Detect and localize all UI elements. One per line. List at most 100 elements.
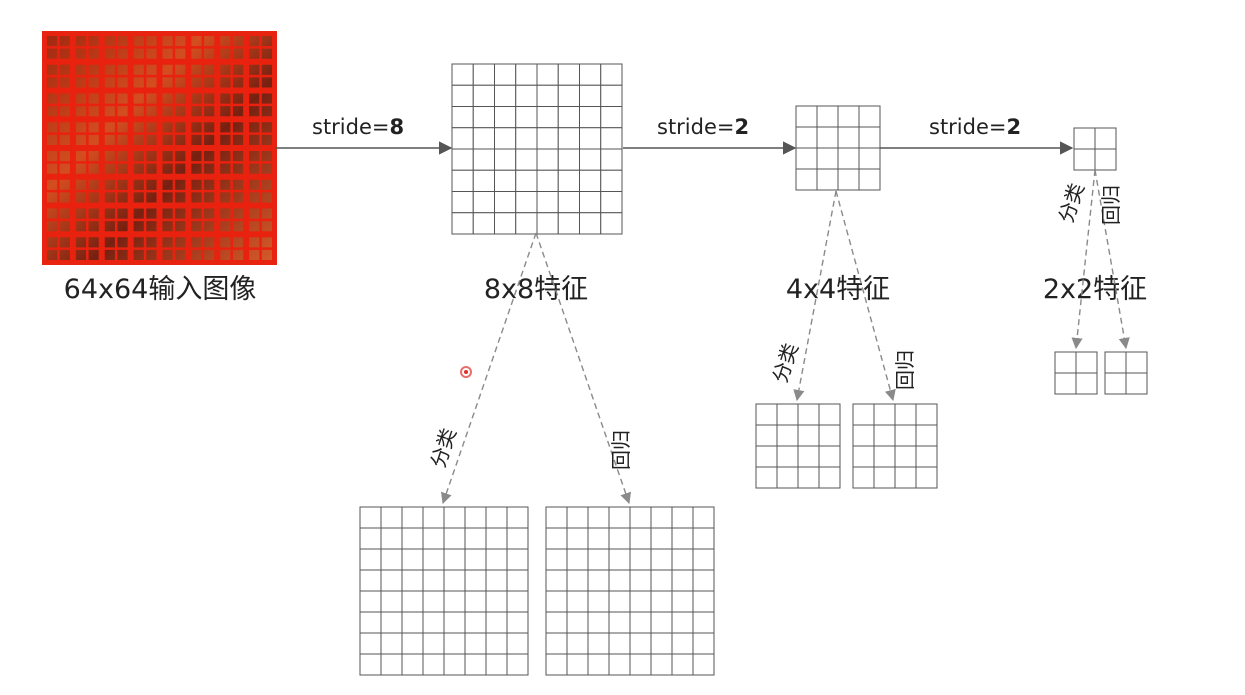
feature-map-8x8-cell <box>515 169 538 192</box>
regress-output-2x2-cell <box>1125 351 1148 374</box>
classify-output-2x2-cell <box>1054 351 1077 374</box>
classify-output-4x4-cell <box>755 424 778 447</box>
classify-output-8x8-cell <box>506 569 529 592</box>
regress-output-8x8-cell <box>545 527 568 550</box>
classify-arrow-8x8 <box>440 232 537 505</box>
feature-map-8x8-cell <box>494 148 517 171</box>
feature-map-8x8-cell <box>515 148 538 171</box>
classify-output-8x8-cell <box>422 590 445 613</box>
regress-output-8x8-cell <box>587 590 610 613</box>
classify-output-8x8-cell <box>359 569 382 592</box>
classify-output-8x8-cell <box>506 527 529 550</box>
classify-output-8x8-cell <box>443 569 466 592</box>
classify-output-8x8-cell <box>464 653 487 676</box>
feature-map-8x8-cell <box>579 63 602 86</box>
classify-output-8x8-cell <box>359 653 382 676</box>
regress-output-8x8-cell <box>566 527 589 550</box>
feature-map-8x8-cell <box>600 84 623 107</box>
classify-output-8x8-cell <box>485 527 508 550</box>
classify-label-4x4: 分类 <box>768 340 803 385</box>
regress-label-2x2: 回归 <box>1099 185 1123 225</box>
feature-map-4x4-cell <box>837 168 860 191</box>
classify-output-2x2 <box>1054 351 1098 395</box>
regress-output-8x8-cell <box>545 632 568 655</box>
feature-map-8x8-cell <box>579 212 602 235</box>
classify-output-8x8-cell <box>401 506 424 529</box>
input-image-tint <box>44 33 275 263</box>
feature-map-4x4-cell <box>816 126 839 149</box>
feature-map-8x8-cell <box>557 191 580 214</box>
classify-output-8x8-cell <box>401 653 424 676</box>
regress-output-8x8-cell <box>671 611 694 634</box>
pointer-dot <box>460 366 472 378</box>
regress-output-8x8-cell <box>608 527 631 550</box>
regress-output-4x4-cell <box>894 466 917 489</box>
classify-output-4x4-cell <box>755 403 778 426</box>
regress-output-8x8-cell <box>692 632 715 655</box>
feature-map-8x8-cell <box>536 84 559 107</box>
classify-output-8x8-cell <box>359 506 382 529</box>
stride-label-2: stride=2 <box>657 115 749 139</box>
regress-output-8x8-cell <box>629 506 652 529</box>
feature-label-8x8: 8x8特征 <box>484 274 588 305</box>
regress-label-4x4: 回归 <box>893 350 917 390</box>
feature-map-4x4-cell <box>858 147 881 170</box>
classify-output-8x8-cell <box>380 506 403 529</box>
feature-map-8x8-cell <box>515 63 538 86</box>
feature-map-4x4-cell <box>858 168 881 191</box>
regress-output-8x8-cell <box>671 653 694 676</box>
classify-output-8x8-cell <box>443 653 466 676</box>
feature-map-8x8-cell <box>536 148 559 171</box>
classify-output-8x8-cell <box>485 506 508 529</box>
stride-label-3: stride=2 <box>929 115 1021 139</box>
regress-output-4x4-cell <box>873 445 896 468</box>
regress-output-8x8-cell <box>545 548 568 571</box>
feature-map-4x4-cell <box>837 147 860 170</box>
classify-output-8x8-cell <box>506 653 529 676</box>
classify-output-8x8-cell <box>401 590 424 613</box>
input-image-label: 64x64输入图像 <box>64 274 257 305</box>
regress-output-8x8-cell <box>671 632 694 655</box>
feature-map-8x8-cell <box>494 106 517 129</box>
regress-output-8x8-cell <box>671 506 694 529</box>
classify-output-8x8-cell <box>485 653 508 676</box>
regress-output-8x8-cell <box>650 590 673 613</box>
classify-output-2x2-cell <box>1075 351 1098 374</box>
regress-output-4x4-cell <box>915 424 938 447</box>
regress-output-8x8-cell <box>608 611 631 634</box>
feature-map-8x8-cell <box>600 106 623 129</box>
regress-output-4x4-cell <box>894 424 917 447</box>
regress-label-8x8: 回归 <box>609 430 633 470</box>
regress-output-2x2-cell <box>1104 372 1127 395</box>
regress-output-8x8-cell <box>566 632 589 655</box>
feature-map-8x8-cell <box>515 127 538 150</box>
feature-map-8x8-cell <box>494 191 517 214</box>
feature-map-8x8-cell <box>536 127 559 150</box>
classify-output-8x8-cell <box>401 632 424 655</box>
regress-output-4x4-cell <box>852 466 875 489</box>
classify-output-8x8-cell <box>506 548 529 571</box>
classify-label-8x8: 分类 <box>426 425 461 470</box>
classify-output-8x8-cell <box>485 569 508 592</box>
classify-output-8x8-cell <box>464 527 487 550</box>
classify-output-8x8-cell <box>422 632 445 655</box>
feature-map-8x8-cell <box>451 191 474 214</box>
classify-output-8x8-cell <box>380 653 403 676</box>
classify-output-8x8-cell <box>443 611 466 634</box>
regress-output-8x8-cell <box>671 548 694 571</box>
regress-output-8x8-cell <box>650 611 673 634</box>
regress-output-8x8-cell <box>629 611 652 634</box>
feature-map-8x8-cell <box>536 191 559 214</box>
regress-output-2x2-cell <box>1104 351 1127 374</box>
feature-map-8x8-cell <box>451 148 474 171</box>
feature-map-8x8-cell <box>579 148 602 171</box>
input-image <box>42 31 277 265</box>
feature-map-8x8-cell <box>600 212 623 235</box>
feature-map-8x8-cell <box>557 63 580 86</box>
feature-map-8x8-cell <box>579 84 602 107</box>
regress-output-8x8-cell <box>608 548 631 571</box>
regress-arrow-8x8 <box>535 232 632 505</box>
classify-output-4x4-cell <box>797 466 820 489</box>
classify-output-4x4-cell <box>797 403 820 426</box>
regress-output-8x8-cell <box>629 632 652 655</box>
